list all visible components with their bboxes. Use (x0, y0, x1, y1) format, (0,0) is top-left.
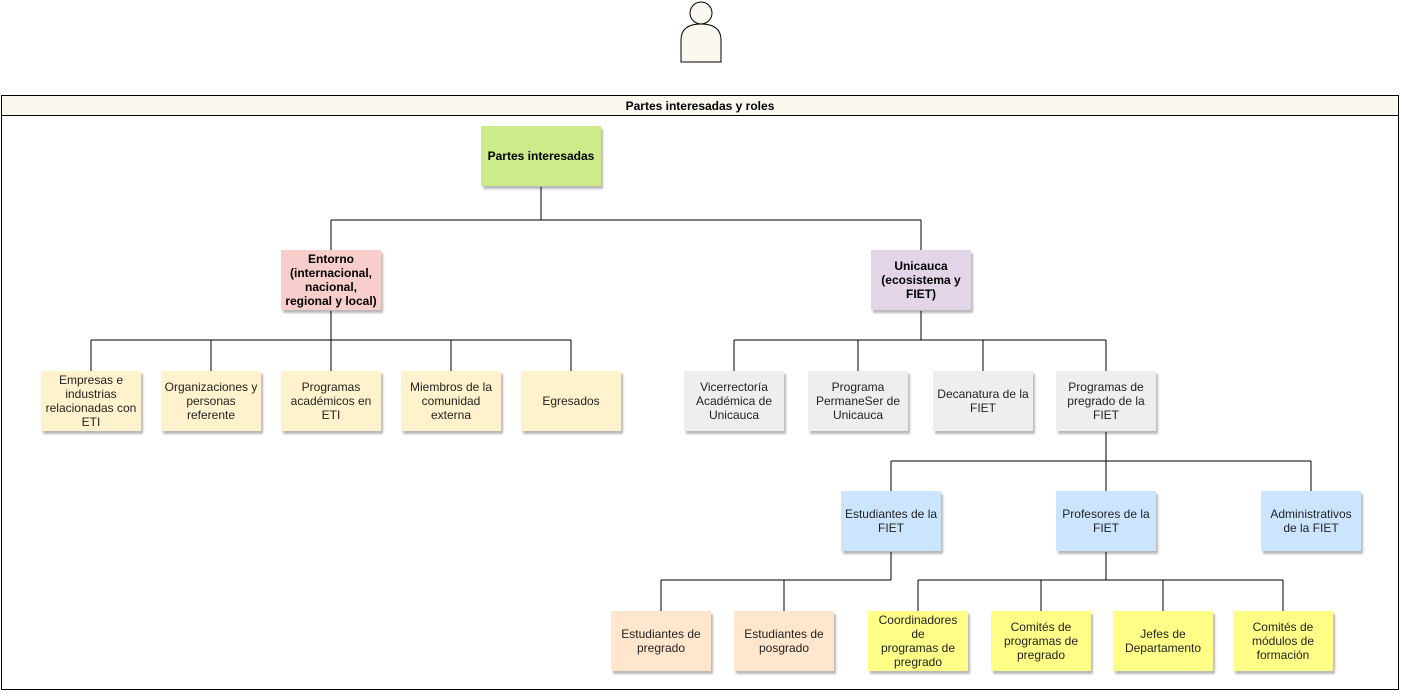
node-unicauca[interactable]: Unicauca (ecosistema y FIET) (871, 250, 971, 310)
node-estudiantes-fiet[interactable]: Estudiantes de la FIET (841, 491, 941, 551)
node-programas-academicos[interactable]: Programas académicos en ETI (281, 371, 381, 431)
node-permaneser[interactable]: Programa PermaneSer de Unicauca (808, 371, 908, 431)
node-comites-modulos[interactable]: Comités de módulos de formación (1233, 611, 1333, 671)
node-vicerrectoria[interactable]: Vicerrectoría Académica de Unicauca (684, 371, 784, 431)
person-icon (680, 1, 722, 63)
node-estudiantes-pregrado[interactable]: Estudiantes de pregrado (611, 611, 711, 671)
node-profesores-fiet[interactable]: Profesores de la FIET (1056, 491, 1156, 551)
node-jefes-departamento[interactable]: Jefes de Departamento (1113, 611, 1213, 671)
node-partes-interesadas[interactable]: Partes interesadas (481, 126, 601, 186)
node-entorno[interactable]: Entorno (internacional, nacional, region… (281, 250, 381, 310)
pool-title: Partes interesadas y roles (2, 96, 1398, 116)
node-estudiantes-posgrado[interactable]: Estudiantes de posgrado (734, 611, 834, 671)
node-miembros[interactable]: Miembros de la comunidad externa (401, 371, 501, 431)
node-egresados[interactable]: Egresados (521, 371, 621, 431)
node-administrativos[interactable]: Administrativos de la FIET (1261, 491, 1361, 551)
node-decanatura[interactable]: Decanatura de la FIET (933, 371, 1033, 431)
node-organizaciones[interactable]: Organizaciones y personas referente (161, 371, 261, 431)
node-empresas[interactable]: Empresas e industrias relacionadas con E… (41, 371, 141, 431)
node-programas-pregrado[interactable]: Programas de pregrado de la FIET (1056, 371, 1156, 431)
node-coordinadores[interactable]: Coordinadores de programas de pregrado (868, 611, 968, 671)
node-comites-programas[interactable]: Comités de programas de pregrado (991, 611, 1091, 671)
